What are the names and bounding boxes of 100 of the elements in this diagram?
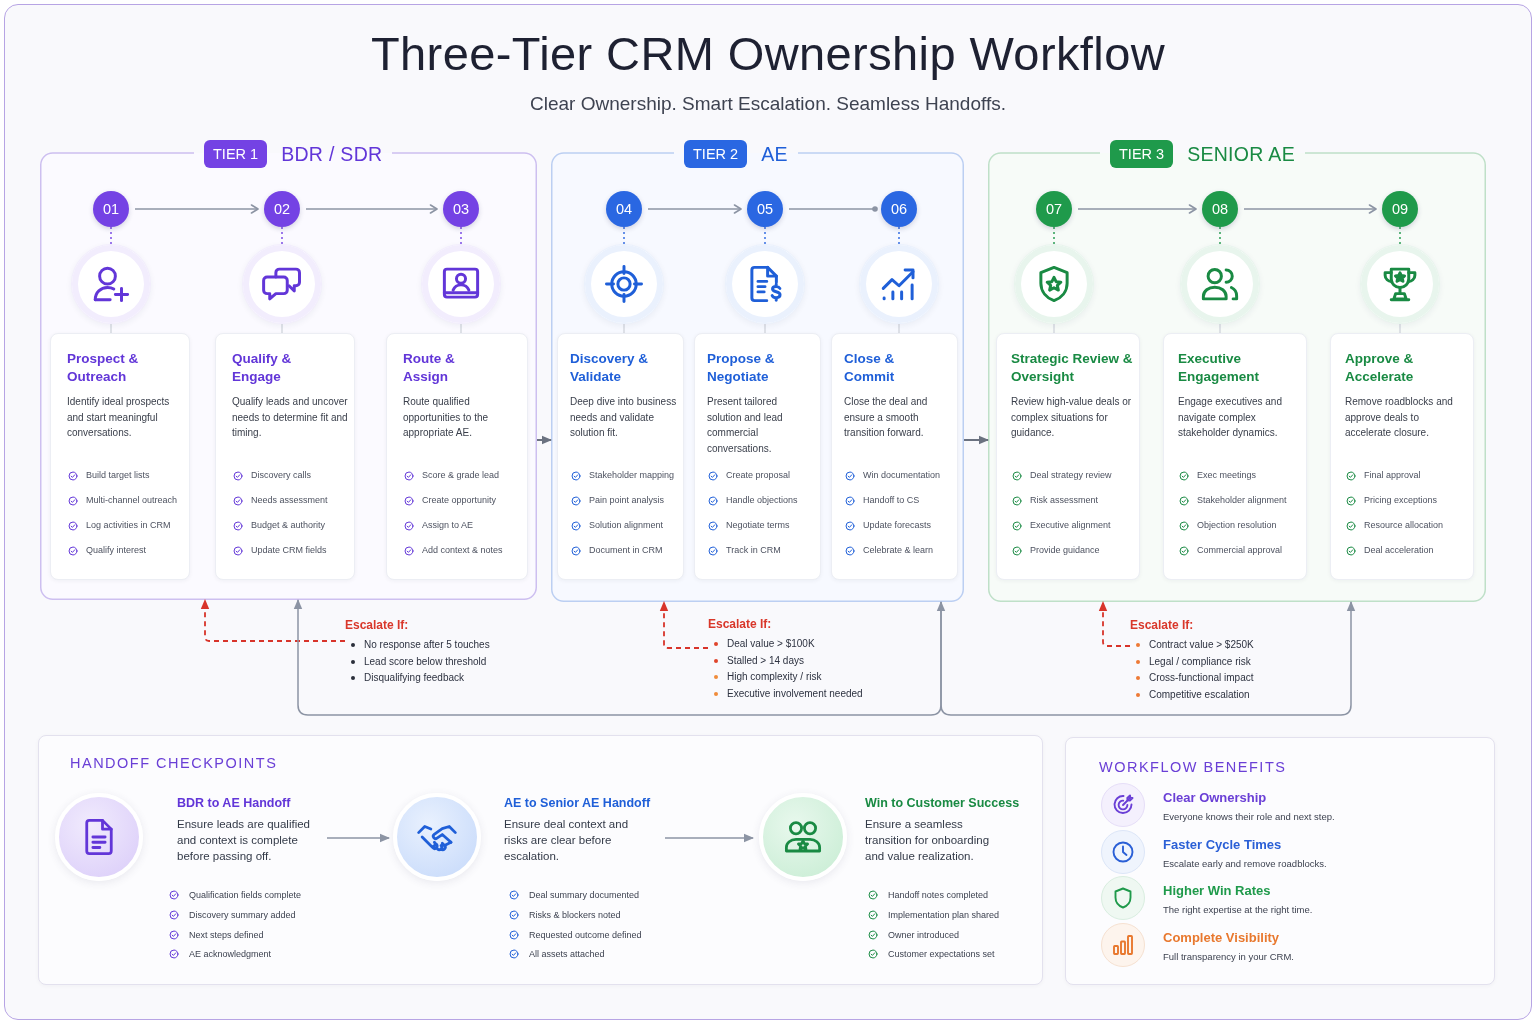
dotted-connector xyxy=(1399,226,1401,245)
checklist-item: Implementation plan shared xyxy=(888,908,1000,921)
benefit-description: The right expertise at the right time. xyxy=(1163,903,1313,917)
escalation-heading: Escalate If: xyxy=(1130,617,1194,633)
diagram-title: Three-Tier CRM Ownership Workflow xyxy=(370,27,1166,81)
card-title: Strategic Review & Oversight xyxy=(1011,350,1134,386)
return-arrow xyxy=(293,599,946,716)
tier-panel xyxy=(988,138,1486,602)
escalation-condition: Disqualifying feedback xyxy=(364,671,465,686)
benefit-title: Complete Visibility xyxy=(1163,929,1280,947)
benefits-panel xyxy=(1065,737,1495,985)
card-description: Close the deal and ensure a smooth transition forward. xyxy=(844,395,929,440)
card-title: Prospect & Outreach xyxy=(67,350,140,386)
checklist-item: Qualification fields complete xyxy=(189,889,302,901)
checklist-item: Deal acceleration xyxy=(1364,544,1434,557)
tier-badge: TIER 2 xyxy=(684,140,748,168)
checklist-item: Update CRM fields xyxy=(251,544,327,557)
escalation-condition: Lead score below threshold xyxy=(364,654,487,669)
step-card xyxy=(831,333,958,580)
tier-title: SENIOR AE xyxy=(1187,142,1295,167)
card-description: Present tailored solution and lead commercial conversations. xyxy=(707,395,784,456)
benefit-description: Full transparency in your CRM. xyxy=(1163,950,1294,964)
checklist-item: Log activities in CRM xyxy=(86,519,171,532)
checklist-item: Next steps defined xyxy=(189,928,264,941)
dotted-connector xyxy=(460,226,462,245)
checklist-item: Deal strategy review xyxy=(1030,469,1112,482)
checklist-item: Commercial approval xyxy=(1197,544,1283,557)
escalation-condition: Legal / compliance risk xyxy=(1149,654,1251,669)
checklist-item: Handoff to CS xyxy=(863,494,920,507)
dotted-connector xyxy=(1219,226,1221,245)
benefit-title: Faster Cycle Times xyxy=(1163,835,1282,853)
escalation-arrow xyxy=(1098,601,1131,647)
card-title: Route & Assign xyxy=(403,350,456,386)
card-title: Propose & Negotiate xyxy=(707,350,776,386)
dotted-connector xyxy=(764,226,766,245)
checklist-item: Create opportunity xyxy=(422,494,497,507)
checklist-item: Track in CRM xyxy=(726,544,781,557)
checkpoint-title: Win to Customer Success xyxy=(865,795,1020,811)
checklist-item: Create proposal xyxy=(726,469,791,482)
checklist-item: Solution alignment xyxy=(589,519,664,532)
card-description: Identify ideal prospects and start meaningful conversations. xyxy=(67,395,171,440)
step-card xyxy=(215,333,355,580)
checklist-item: Objection resolution xyxy=(1197,519,1277,532)
escalation-condition: Deal value > $100K xyxy=(727,637,815,652)
checklist-item: Multi-channel outreach xyxy=(86,494,178,507)
arrow xyxy=(326,833,390,843)
checklist-item: Deal summary documented xyxy=(529,889,640,901)
checklist-item: Exec meetings xyxy=(1197,469,1257,482)
escalation-condition: Cross-functional impact xyxy=(1149,671,1254,686)
checkpoint-description: Ensure leads are qualified and context is complete before passing off. xyxy=(177,817,311,864)
checkpoint-panel xyxy=(38,735,1043,985)
escalation-condition: Contract value > $250K xyxy=(1149,638,1254,653)
escalation-heading: Escalate If: xyxy=(345,617,409,633)
checklist-item: Negotiate terms xyxy=(726,519,790,532)
checklist-item: Add context & notes xyxy=(422,544,503,557)
checklist-item: Owner introduced xyxy=(888,928,960,941)
checklist-item: Resource allocation xyxy=(1364,519,1444,532)
arrow xyxy=(1243,204,1377,214)
card-title: Discovery & Validate xyxy=(570,350,650,386)
checklist-item: Update forecasts xyxy=(863,519,932,532)
card-title: Executive Engagement xyxy=(1178,350,1260,386)
checklist-item: Requested outcome defined xyxy=(529,928,642,941)
card-description: Engage executives and navigate complex stakeholder dynamics. xyxy=(1178,395,1283,440)
arrow xyxy=(1077,204,1197,214)
benefit-title: Clear Ownership xyxy=(1163,789,1267,806)
dotted-connector xyxy=(898,226,900,245)
checklist-item: Risks & blockers noted xyxy=(529,908,621,921)
step-card xyxy=(386,333,528,580)
checklist-item: Assign to AE xyxy=(422,519,474,532)
dotted-connector xyxy=(1053,226,1055,245)
checklist-item: AE acknowledgment xyxy=(189,948,272,961)
return-arrow xyxy=(940,601,1356,716)
dotted-connector xyxy=(281,226,283,245)
checklist-item: Score & grade lead xyxy=(422,469,500,482)
checklist-item: Handoff notes completed xyxy=(888,889,988,901)
step-card xyxy=(1330,333,1474,580)
benefit-description: Everyone knows their role and next step. xyxy=(1163,810,1335,823)
checkpoint-title: AE to Senior AE Handoff xyxy=(504,795,651,811)
arrow xyxy=(664,833,754,843)
card-description: Review high-value deals or complex situations for guidance. xyxy=(1011,395,1133,440)
arrow xyxy=(305,204,438,214)
escalation-condition: Stalled > 14 days xyxy=(727,653,804,668)
checklist-item: Celebrate & learn xyxy=(863,544,934,557)
tier-title: AE xyxy=(761,142,788,167)
subtitle: Clear Ownership. Smart Escalation. Seamless Handoffs. xyxy=(530,92,1006,116)
escalation-condition: High complexity / risk xyxy=(727,670,822,685)
checklist-item: Pain point analysis xyxy=(589,494,665,507)
benefit-description: Escalate early and remove roadblocks. xyxy=(1163,856,1327,870)
checklist-item: Provide guidance xyxy=(1030,544,1100,557)
tier-panel xyxy=(40,138,537,600)
checklist-item: Discovery calls xyxy=(251,469,311,482)
escalation-condition: No response after 5 touches xyxy=(364,638,490,653)
checklist-item: Final approval xyxy=(1364,469,1421,482)
checklist-item: Pricing exceptions xyxy=(1364,494,1438,507)
tier-panel xyxy=(551,138,964,602)
card-description: Deep dive into business needs and validate solution fit. xyxy=(570,395,677,440)
step-card xyxy=(1163,333,1307,580)
checklist-item: Needs assessment xyxy=(251,494,328,507)
checklist-item: Build target lists xyxy=(86,469,150,482)
step-card xyxy=(557,333,684,580)
